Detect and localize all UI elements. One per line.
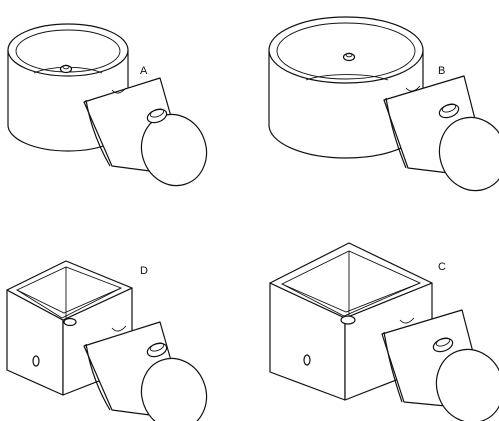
part-d-square-small: D [6,260,208,421]
part-a-round-small: A [7,23,208,187]
part-c-square-large: C [269,242,499,421]
part-b-round-large: B [268,16,499,192]
label-a: A [140,65,148,77]
label-b: B [438,65,445,77]
label-d: D [140,265,148,277]
label-c: C [438,261,446,273]
